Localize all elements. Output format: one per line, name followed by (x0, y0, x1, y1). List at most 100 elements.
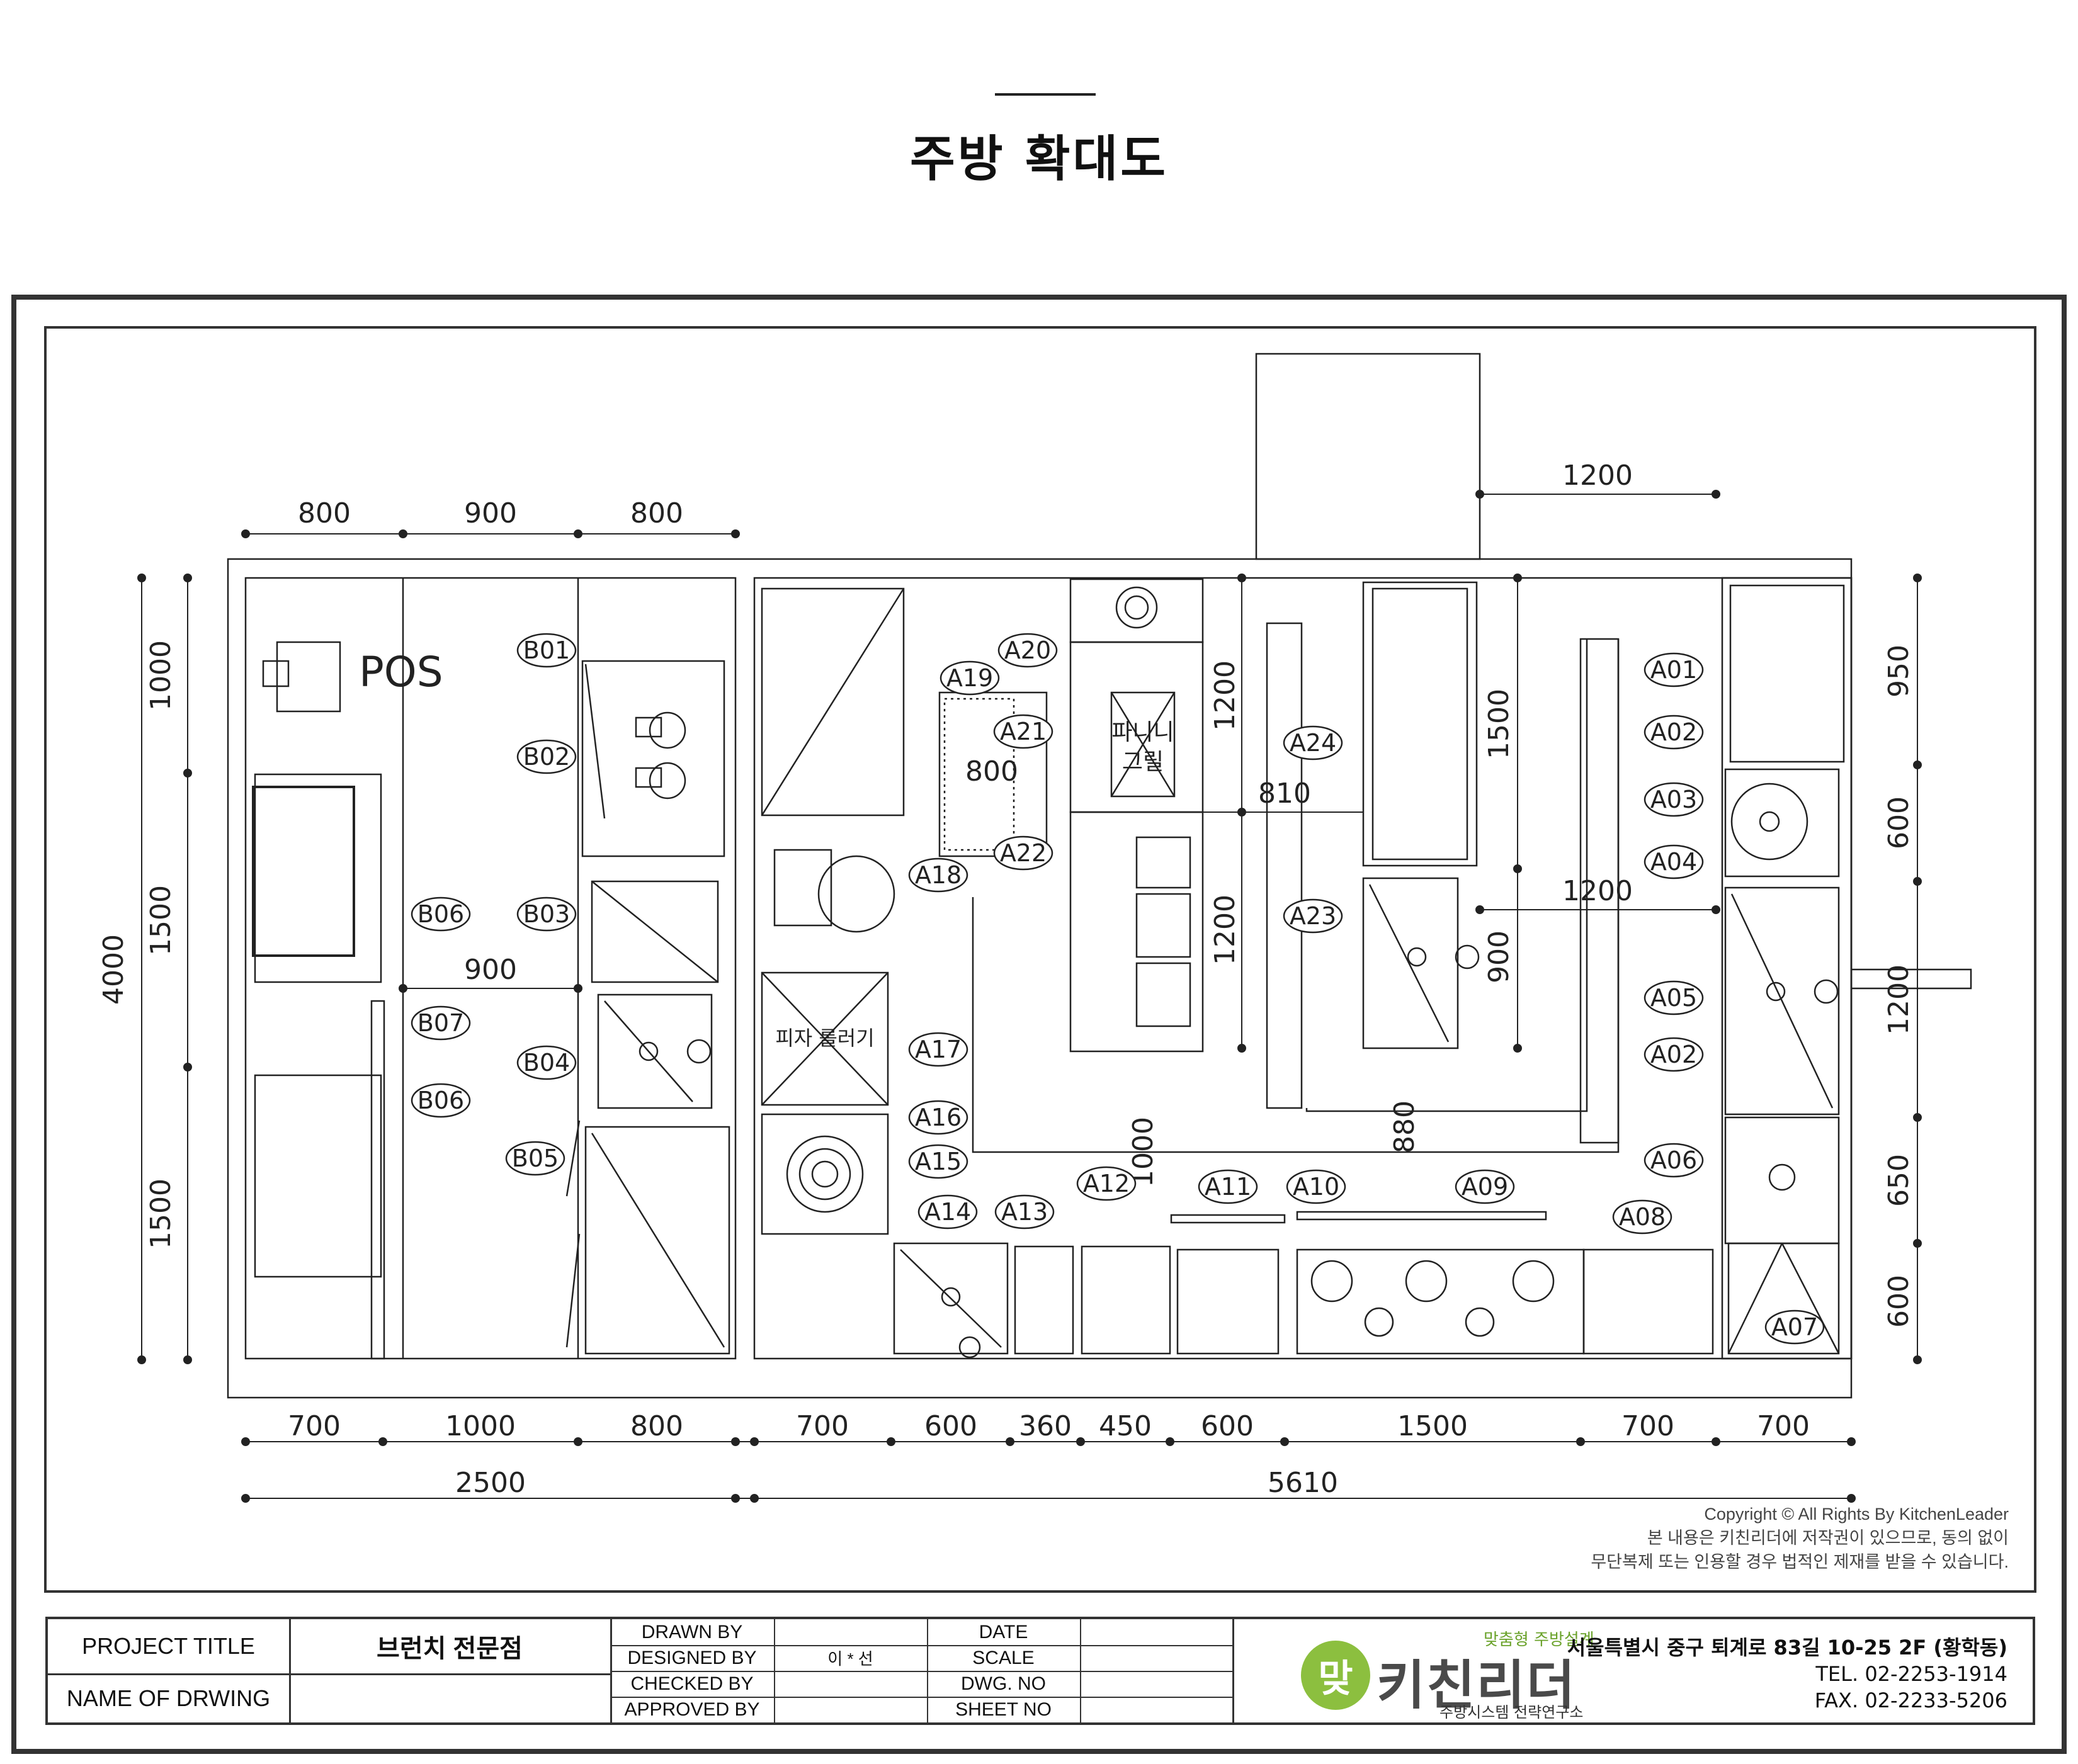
company-tel: TEL. 02-2253-1914 (1815, 1662, 2007, 1686)
dim-top-2: 800 (630, 497, 683, 529)
tag-b05-text: B05 (512, 1145, 559, 1172)
tag-a05-text: A05 (1650, 984, 1697, 1012)
tag-a10-ellipse (1286, 1169, 1346, 1204)
tag-a07: A07 (1764, 1309, 1825, 1345)
dishwasher-a06 (1724, 1116, 1840, 1245)
tag-a17-text: A17 (915, 1036, 962, 1063)
table-fridge-b06 (254, 773, 382, 983)
dim-top-1: 900 (464, 497, 517, 529)
date-value (1080, 1619, 1234, 1646)
bain-marie (1069, 811, 1204, 1053)
table-a08 (1582, 1248, 1714, 1355)
dim-top-0: 800 (298, 497, 351, 529)
dim-center-2: 810 (1258, 777, 1311, 810)
right-column (1721, 577, 1853, 1360)
logo-name: 키친리더 (1377, 1654, 1577, 1716)
copyright-line-3: 무단복제 또는 인용할 경우 법적인 제재를 받을 수 있습니다. (1591, 1552, 2009, 1571)
fridge-a24 (1362, 581, 1478, 867)
dim-bottom-7: 600 (1201, 1410, 1254, 1442)
dim-bottom-5: 360 (1019, 1410, 1072, 1442)
dim-center-3: 800 (965, 755, 1018, 788)
tag-a02-upper: A02 (1644, 715, 1704, 750)
tag-a19-ellipse (940, 660, 1000, 696)
dim-center-0: 1200 (1209, 660, 1241, 731)
tag-a19-text: A19 (946, 664, 993, 692)
title-rule (995, 93, 1096, 96)
company-fax: FAX. 02-2233-5206 (1814, 1688, 2007, 1712)
tag-b02-text: B02 (523, 743, 570, 771)
scale-label: SCALE (927, 1645, 1081, 1672)
tag-a02-lower-text: A02 (1650, 1041, 1697, 1068)
tag-a04-ellipse (1644, 844, 1704, 879)
company-logo: 맞 맞춤형 주방설계 키친리더 주방시스템 전략연구소 (1301, 1624, 1603, 1721)
date-label: DATE (927, 1619, 1081, 1646)
dim-left-1: 1500 (145, 885, 177, 956)
tag-a02-upper-text: A02 (1650, 718, 1697, 746)
project-title-label: PROJECT TITLE (48, 1619, 291, 1675)
dim-total-right: 5610 (1268, 1467, 1338, 1499)
tag-a08-ellipse (1612, 1199, 1672, 1235)
tag-b01-ellipse (516, 633, 577, 668)
copyright-line-2: 본 내용은 키친리더에 저작권이 있으므로, 동의 없이 (1647, 1529, 2009, 1547)
sink-a05 (1724, 886, 1840, 1116)
tag-a12: A12 (1076, 1166, 1137, 1201)
left-zone (244, 577, 737, 1360)
designer-value: 이 * 선 (774, 1645, 928, 1672)
tag-a07-ellipse (1764, 1309, 1825, 1345)
dim-bottom-0: 700 (288, 1410, 341, 1442)
tag-b06-lower-text: B06 (417, 1087, 464, 1114)
tag-a02-lower-ellipse (1644, 1037, 1704, 1072)
tag-a24-text: A24 (1290, 729, 1336, 757)
tag-a12-ellipse (1076, 1166, 1137, 1201)
drawing-name-value (289, 1673, 612, 1724)
pizza-roller-box (761, 971, 889, 1106)
tag-a09-text: A09 (1462, 1173, 1508, 1201)
dim-right-2: 1200 (1883, 964, 1915, 1035)
dwg-no-label: DWG. NO (927, 1671, 1081, 1698)
hood-duct (1266, 622, 1303, 1109)
dim-center-9: 880 (1388, 1100, 1421, 1153)
tag-a16-ellipse (908, 1100, 968, 1135)
dim-bottom-4: 600 (924, 1410, 977, 1442)
dim-center-6: 1200 (1562, 460, 1633, 492)
tag-a01-text: A01 (1650, 656, 1697, 684)
tag-b04-ellipse (516, 1045, 577, 1080)
hood-grill (1069, 578, 1204, 643)
dim-right-3: 650 (1883, 1154, 1915, 1207)
tag-b07-ellipse (411, 1005, 471, 1041)
dim-total-left: 2500 (455, 1467, 526, 1499)
tag-b07: B07 (411, 1005, 471, 1041)
dim-bottom-10: 700 (1757, 1410, 1810, 1442)
tag-a08: A08 (1612, 1199, 1672, 1235)
tag-a10-text: A10 (1293, 1173, 1339, 1201)
drawn-by-value (774, 1619, 928, 1646)
copyright-line-1: Copyright © All Rights By KitchenLeader (1704, 1505, 2009, 1524)
tag-b03-ellipse (516, 896, 577, 932)
tag-a23-ellipse (1283, 898, 1343, 934)
dim-center-4: 1500 (1483, 689, 1515, 759)
tag-b03: B03 (516, 896, 577, 932)
page-title: 주방 확대도 (910, 131, 1168, 188)
panini-label-1: 파니니 (1111, 720, 1174, 745)
pizza-roller-label: 피자 롤러기 (775, 1026, 874, 1050)
tag-a17-ellipse (908, 1032, 968, 1067)
drawing-name-label: NAME OF DRWING (48, 1673, 291, 1724)
tag-a03-ellipse (1644, 782, 1704, 817)
table-fridge-b06-lower (254, 1074, 382, 1278)
dim-left-total: 4000 (98, 934, 130, 1005)
tag-b07-text: B07 (417, 1009, 464, 1037)
fryer-a11 (1176, 1248, 1280, 1355)
tag-b01: B01 (516, 633, 577, 668)
tag-a14-ellipse (917, 1194, 978, 1230)
side-duct (1851, 968, 1972, 990)
tag-a20-text: A20 (1004, 636, 1051, 664)
tag-a23-text: A23 (1290, 902, 1336, 930)
fridge-a20-left (761, 587, 905, 817)
tag-a13: A13 (994, 1194, 1055, 1230)
logo-subtitle: 주방시스템 전략연구소 (1439, 1704, 1584, 1721)
tag-a14-text: A14 (924, 1198, 971, 1226)
sheet-no-label: SHEET NO (927, 1697, 1081, 1722)
tag-a21: A21 (993, 714, 1053, 749)
logo-badge: 맞 (1301, 1641, 1370, 1710)
